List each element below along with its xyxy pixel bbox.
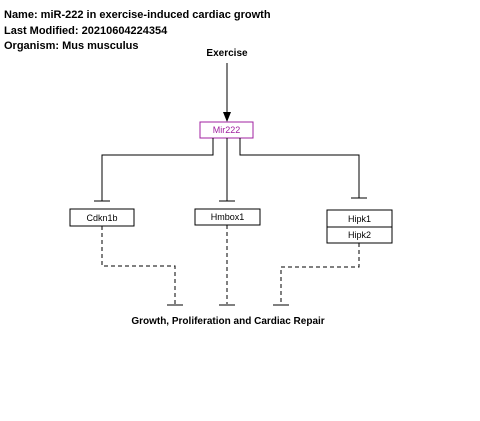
dashed-edge-hipk: [273, 243, 360, 306]
mir222-label: Mir222: [213, 125, 241, 135]
inhibition-edge-hipk: [239, 138, 367, 199]
cdkn1b-node[interactable]: Cdkn1b: [69, 208, 135, 227]
last-modified: Last Modified: 20210604224354: [4, 25, 168, 37]
hipk1-node[interactable]: Hipk1: [326, 209, 393, 228]
cdkn1b-label: Cdkn1b: [86, 213, 117, 223]
hipk2-node[interactable]: Hipk2: [326, 226, 393, 244]
pathway-name: Name: miR-222 in exercise-induced cardia…: [4, 9, 271, 21]
stimulation-arrow: [223, 63, 231, 122]
hmbox1-label: Hmbox1: [211, 212, 245, 222]
organism: Organism: Mus musculus: [4, 40, 139, 52]
exercise-label: Exercise: [206, 48, 248, 59]
mir222-node[interactable]: Mir222: [199, 121, 254, 139]
hipk1-label: Hipk1: [348, 214, 371, 224]
dashed-edge-hmbox1: [219, 225, 235, 306]
hipk2-label: Hipk2: [348, 230, 371, 240]
dashed-edge-cdkn1b: [101, 226, 183, 306]
outcome-label: Growth, Proliferation and Cardiac Repair: [131, 316, 324, 327]
inhibition-edge-cdkn1b: [94, 138, 214, 202]
inhibition-edge-hmbox1: [219, 138, 235, 202]
hmbox1-node[interactable]: Hmbox1: [194, 208, 261, 226]
